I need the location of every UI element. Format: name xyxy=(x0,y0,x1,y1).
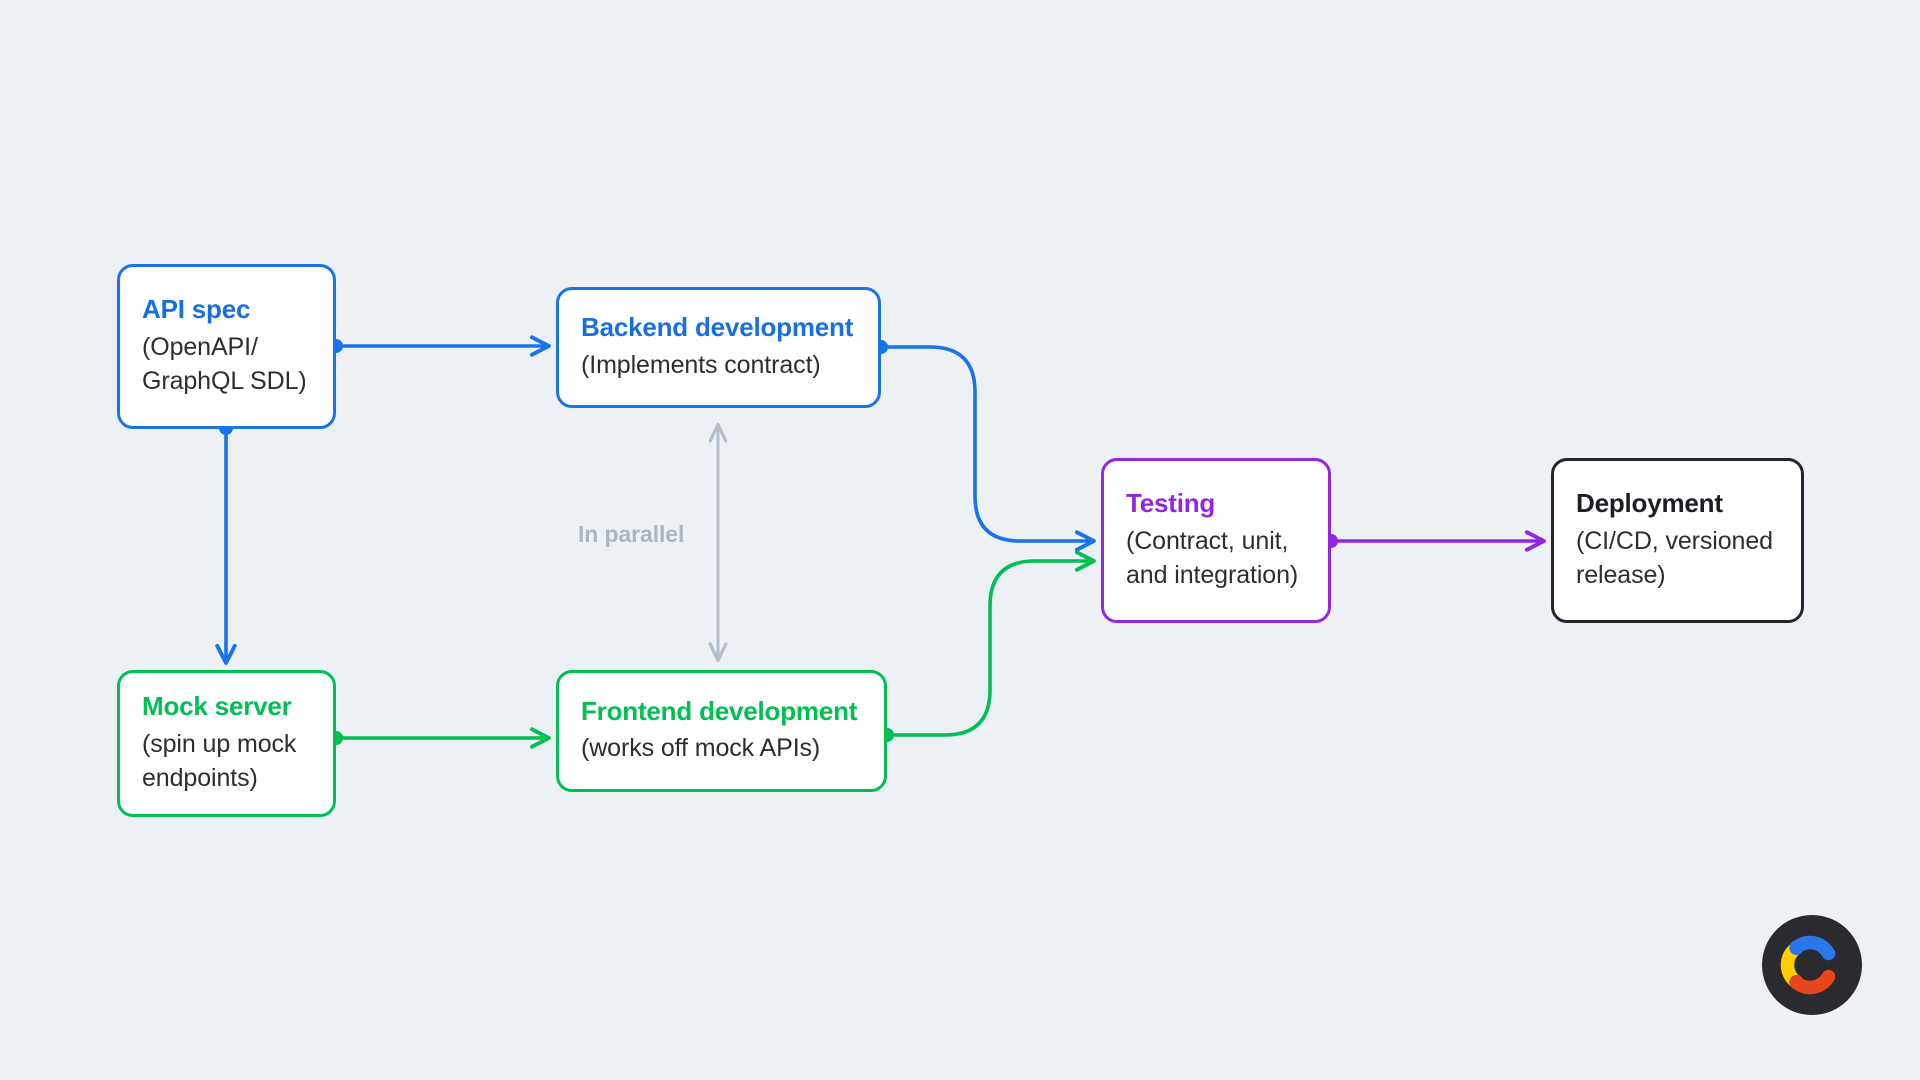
node-backend-development[interactable]: Backend development (Implements contract… xyxy=(556,287,881,408)
node-subtitle-line: (OpenAPI/ xyxy=(142,332,258,361)
node-frontend-development[interactable]: Frontend development (works off mock API… xyxy=(556,670,887,792)
node-subtitle: (spin up mock endpoints) xyxy=(142,727,311,795)
node-title: Backend development xyxy=(581,312,854,343)
in-parallel-label: In parallel xyxy=(578,521,685,547)
node-subtitle-line: (CI/CD, versioned xyxy=(1576,526,1773,555)
edge-api-spec-to-mock-server xyxy=(215,421,237,665)
node-subtitle: (works off mock APIs) xyxy=(581,731,862,765)
edge-testing-to-deployment xyxy=(1324,530,1546,552)
node-mock-server[interactable]: Mock server (spin up mock endpoints) xyxy=(117,670,336,817)
node-title: Deployment xyxy=(1576,488,1723,519)
node-subtitle-line: and integration) xyxy=(1126,560,1299,589)
node-title: Frontend development xyxy=(581,695,858,726)
node-subtitle-line: (works off mock APIs) xyxy=(581,734,821,763)
node-subtitle-line: (Contract, unit, xyxy=(1126,526,1289,555)
edge-api-spec-to-backend xyxy=(329,335,551,357)
node-subtitle: (Implements contract) xyxy=(581,348,856,382)
node-subtitle: (Contract, unit, and integration) xyxy=(1126,524,1306,592)
node-subtitle-line: endpoints) xyxy=(142,763,258,792)
node-deployment[interactable]: Deployment (CI/CD, versioned release) xyxy=(1551,458,1804,623)
node-subtitle: (CI/CD, versioned release) xyxy=(1576,524,1779,592)
logo-c-mark xyxy=(1780,935,1836,995)
edge-frontend-to-testing xyxy=(880,550,1096,742)
node-title: API spec xyxy=(142,294,251,325)
node-title: Testing xyxy=(1126,488,1216,519)
edge-mock-server-to-frontend xyxy=(329,727,551,749)
node-subtitle-line: GraphQL SDL) xyxy=(142,366,307,395)
node-subtitle-line: (Implements contract) xyxy=(581,350,821,379)
node-subtitle-line: (spin up mock xyxy=(142,729,297,758)
node-api-spec[interactable]: API spec (OpenAPI/ GraphQL SDL) xyxy=(117,264,336,429)
node-title: Mock server xyxy=(142,691,292,722)
brand-logo xyxy=(1762,915,1862,1015)
node-testing[interactable]: Testing (Contract, unit, and integration… xyxy=(1101,458,1331,623)
node-subtitle: (OpenAPI/ GraphQL SDL) xyxy=(142,330,311,398)
node-subtitle-line: release) xyxy=(1576,560,1666,589)
edge-backend-to-testing xyxy=(874,340,1096,552)
